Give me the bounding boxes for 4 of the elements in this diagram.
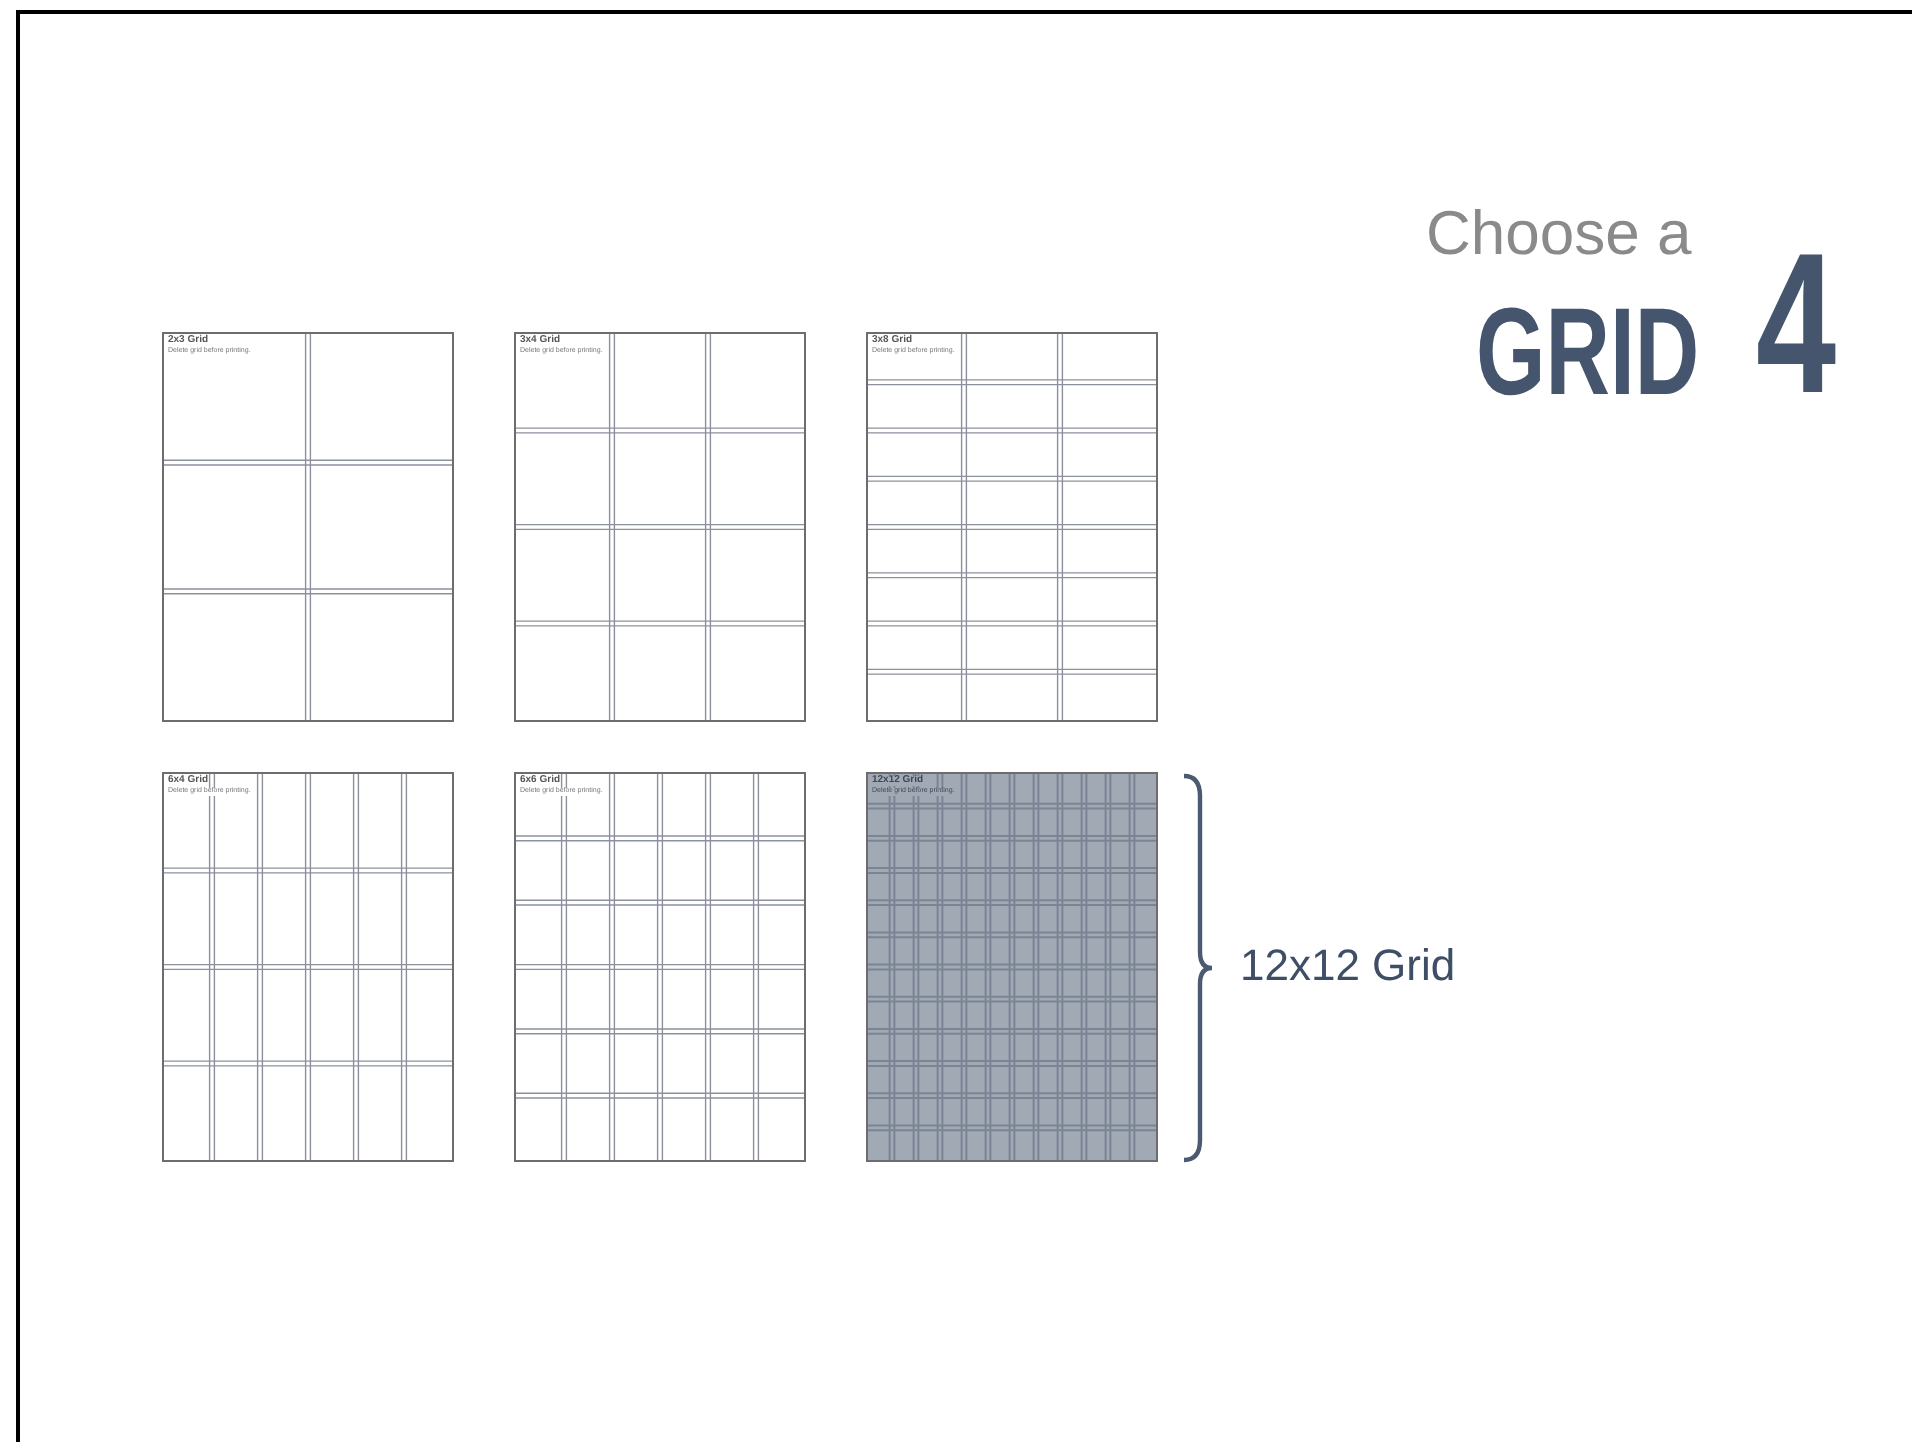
heading-text: GRID xyxy=(1476,292,1700,416)
grid-number: 4 xyxy=(1756,224,1837,424)
heading-text: Choose a xyxy=(1426,202,1692,264)
grid-caption: 12x12 Grid xyxy=(1240,944,1456,988)
